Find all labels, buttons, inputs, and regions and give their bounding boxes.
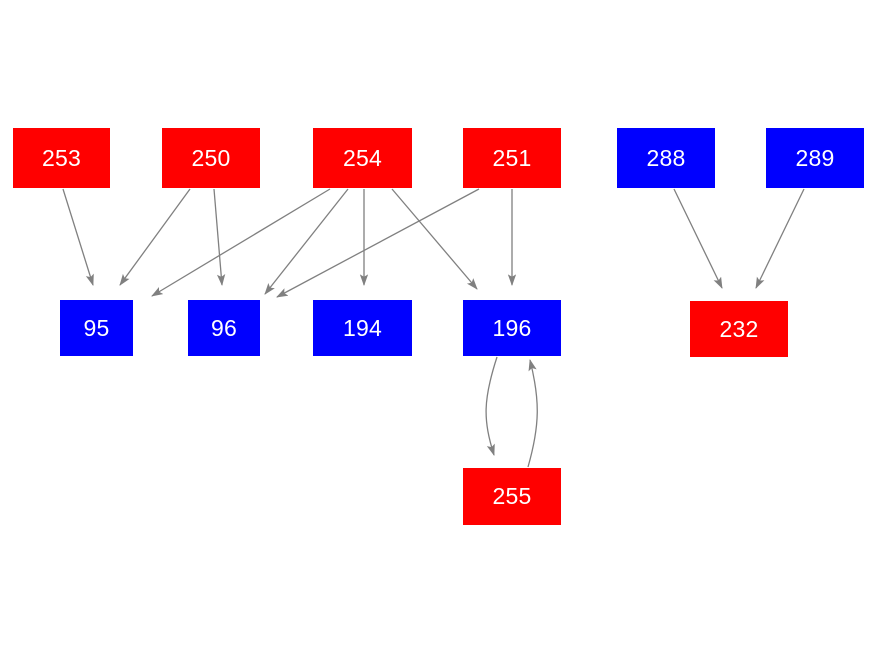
graph-edge-250-to-95[interactable] bbox=[119, 188, 191, 286]
graph-node-label: 95 bbox=[83, 314, 110, 341]
graph-node-label: 254 bbox=[343, 144, 382, 171]
graph-edge-288-to-232[interactable] bbox=[673, 188, 723, 289]
graph-node-232[interactable]: 232 bbox=[690, 301, 788, 357]
graph-edge-251-to-96[interactable] bbox=[276, 188, 480, 298]
graph-node-254[interactable]: 254 bbox=[313, 128, 412, 188]
graph-edge-253-to-95[interactable] bbox=[62, 188, 94, 286]
graph-node-label: 250 bbox=[191, 144, 231, 171]
graph-edge-250-to-96[interactable] bbox=[213, 188, 226, 287]
graph-node-label: 251 bbox=[492, 144, 532, 171]
graph-node-289[interactable]: 289 bbox=[766, 128, 864, 188]
graph-node-288[interactable]: 288 bbox=[617, 128, 715, 188]
graph-edge-254-to-95[interactable] bbox=[151, 188, 331, 297]
graph-edge-196-to-255[interactable] bbox=[485, 356, 498, 456]
edges-group bbox=[62, 188, 805, 468]
graph-node-253[interactable]: 253 bbox=[13, 128, 110, 188]
graph-node-250[interactable]: 250 bbox=[162, 128, 260, 188]
graph-node-251[interactable]: 251 bbox=[463, 128, 561, 188]
graph-node-95[interactable]: 95 bbox=[60, 300, 133, 356]
graph-node-96[interactable]: 96 bbox=[188, 300, 260, 356]
graph-node-label: 253 bbox=[42, 144, 81, 171]
graph-node-label: 289 bbox=[795, 144, 835, 171]
graph-node-255[interactable]: 255 bbox=[463, 468, 561, 525]
graph-node-label: 288 bbox=[646, 144, 686, 171]
graph-edge-289-to-232[interactable] bbox=[755, 188, 805, 289]
graph-node-label: 232 bbox=[719, 315, 759, 342]
graph-node-label: 255 bbox=[492, 483, 532, 509]
graph-edge-255-to-196[interactable] bbox=[527, 358, 538, 468]
graph-node-label: 96 bbox=[211, 314, 237, 341]
graph-node-196[interactable]: 196 bbox=[463, 300, 561, 356]
graph-node-label: 194 bbox=[343, 314, 382, 341]
graph-node-label: 196 bbox=[492, 314, 532, 341]
graph-node-194[interactable]: 194 bbox=[313, 300, 412, 356]
graph-edge-254-to-196[interactable] bbox=[391, 188, 478, 290]
graph-edge-254-to-96[interactable] bbox=[264, 188, 349, 295]
